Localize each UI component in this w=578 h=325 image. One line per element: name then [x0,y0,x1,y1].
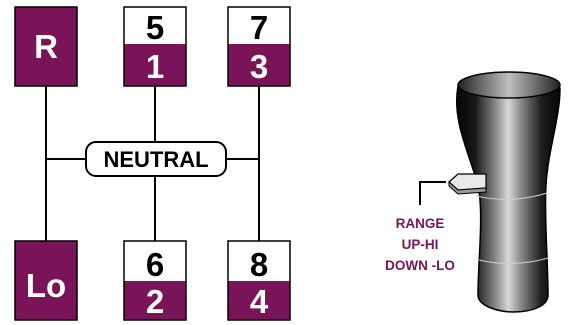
gear-8-4-box: 8 4 [227,240,291,321]
gear-3-label: 3 [250,48,268,85]
range-caption-line-2: UP-HI [402,237,439,252]
shift-knob-illustration [419,71,561,313]
low-gear-label: Lo [26,267,66,304]
knob-ring-upper [475,192,548,200]
gear-5-1-box: 5 1 [123,6,187,87]
reverse-gear-box: R [14,6,78,87]
neutral-indicator: NEUTRAL [85,141,227,177]
gear-7-label: 7 [250,9,268,46]
range-selector-lever [448,173,487,195]
gear-5-label: 5 [146,9,164,46]
range-caption: RANGE UP-HI DOWN -LO [385,216,455,273]
gear-4-label: 4 [250,283,269,320]
reverse-label: R [34,28,58,65]
shift-lines [45,86,260,241]
range-caption-line-3: DOWN -LO [385,258,455,273]
knob-body [455,80,561,313]
gear-2-label: 2 [146,283,164,320]
gear-7-3-box: 7 3 [227,6,291,87]
gear-6-2-box: 6 2 [123,240,187,321]
gear-1-label: 1 [146,48,164,85]
neutral-label: NEUTRAL [103,147,208,172]
gear-6-label: 6 [146,246,164,283]
gear-8-label: 8 [250,246,268,283]
range-caption-line-1: RANGE [396,216,445,231]
knob-ring-lower [478,257,549,265]
range-callout-line [419,181,446,205]
knob-top [457,71,561,99]
low-gear-box: Lo [14,240,78,321]
